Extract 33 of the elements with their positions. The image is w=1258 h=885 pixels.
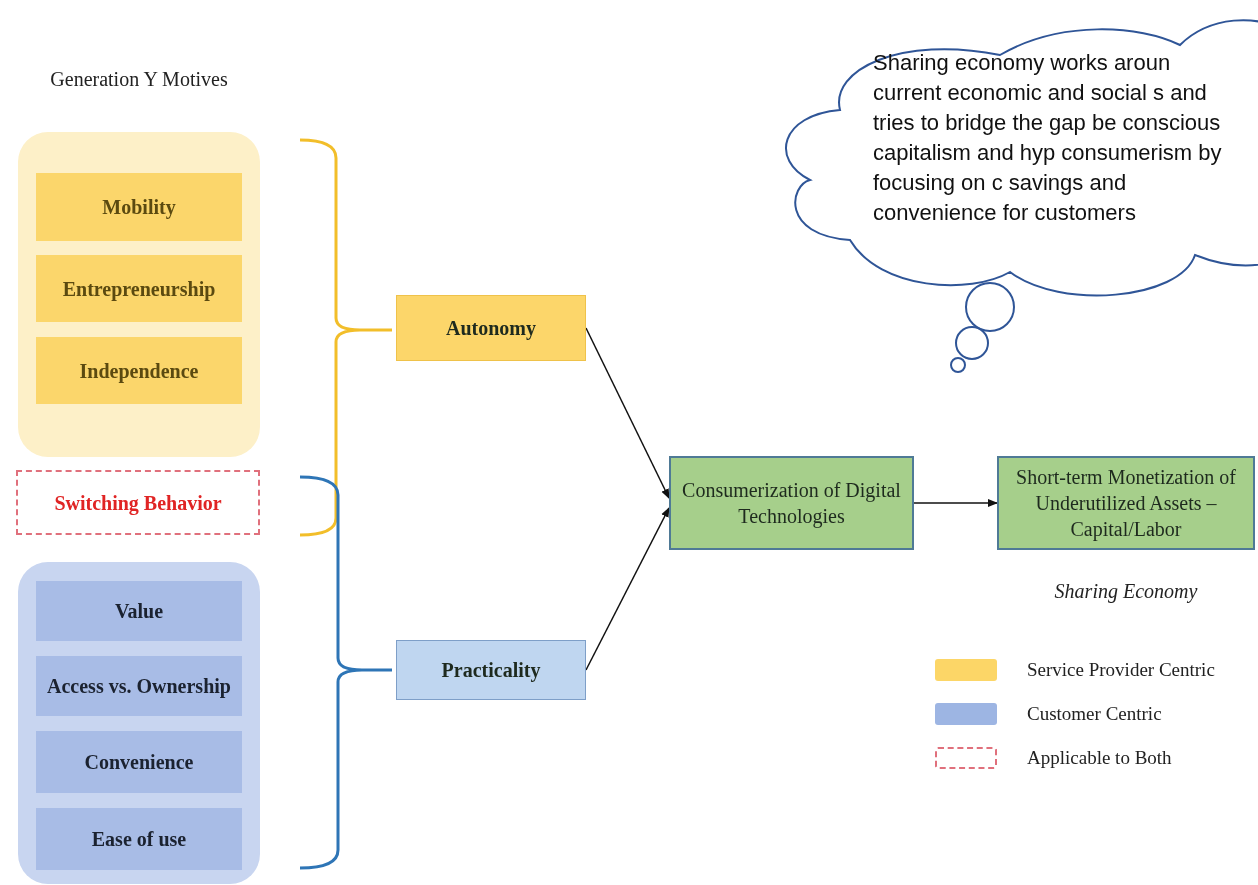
- process-box: [396, 640, 586, 700]
- motive-box: [36, 255, 242, 322]
- motive-box: [36, 337, 242, 404]
- motive-label: Independence: [79, 358, 199, 384]
- legend-label: Applicable to Both: [1027, 747, 1172, 769]
- arrow: [913, 499, 998, 507]
- process-box: [396, 295, 586, 361]
- process-box: [669, 456, 914, 550]
- box-label: Autonomy: [445, 316, 537, 341]
- motive-box: [36, 581, 242, 641]
- box-label: Short-term Monetization of Underutilized Assets – Capital/Labor: [1015, 465, 1237, 542]
- motive-label: Ease of use: [91, 827, 187, 852]
- box-label: Practicality: [440, 658, 542, 683]
- motive-label: Switching Behavior: [54, 490, 222, 516]
- heading: Generation Y Motives: [49, 67, 229, 92]
- motive-box: [36, 808, 242, 870]
- motive-box: [36, 173, 242, 241]
- motive-box: [36, 656, 242, 716]
- motive-label: Mobility: [102, 195, 176, 220]
- motive-box: [36, 731, 242, 793]
- dashed-box: [16, 470, 260, 535]
- arrow: [585, 507, 670, 671]
- cloud-text: Sharing economy works aroun current economic and social s and tries to bridge the gap be conscious capitalism and hyp consumerism by focusing on c savings and convenience for customers: [873, 49, 1223, 227]
- node-label: Sharing Economy: [1053, 580, 1199, 603]
- motive-label: Convenience: [84, 750, 194, 775]
- motives-panel: [18, 562, 260, 884]
- motive-label: Entrepreneurship: [62, 276, 216, 302]
- arrow: [585, 327, 670, 499]
- legend-label: Service Provider Centric: [1027, 659, 1215, 681]
- motive-label: Value: [114, 599, 164, 624]
- box-label: Consumerization of Digital Technologies: [681, 478, 902, 529]
- legend-label: Customer Centric: [1027, 703, 1162, 725]
- motive-label: Access vs. Ownership: [47, 674, 231, 699]
